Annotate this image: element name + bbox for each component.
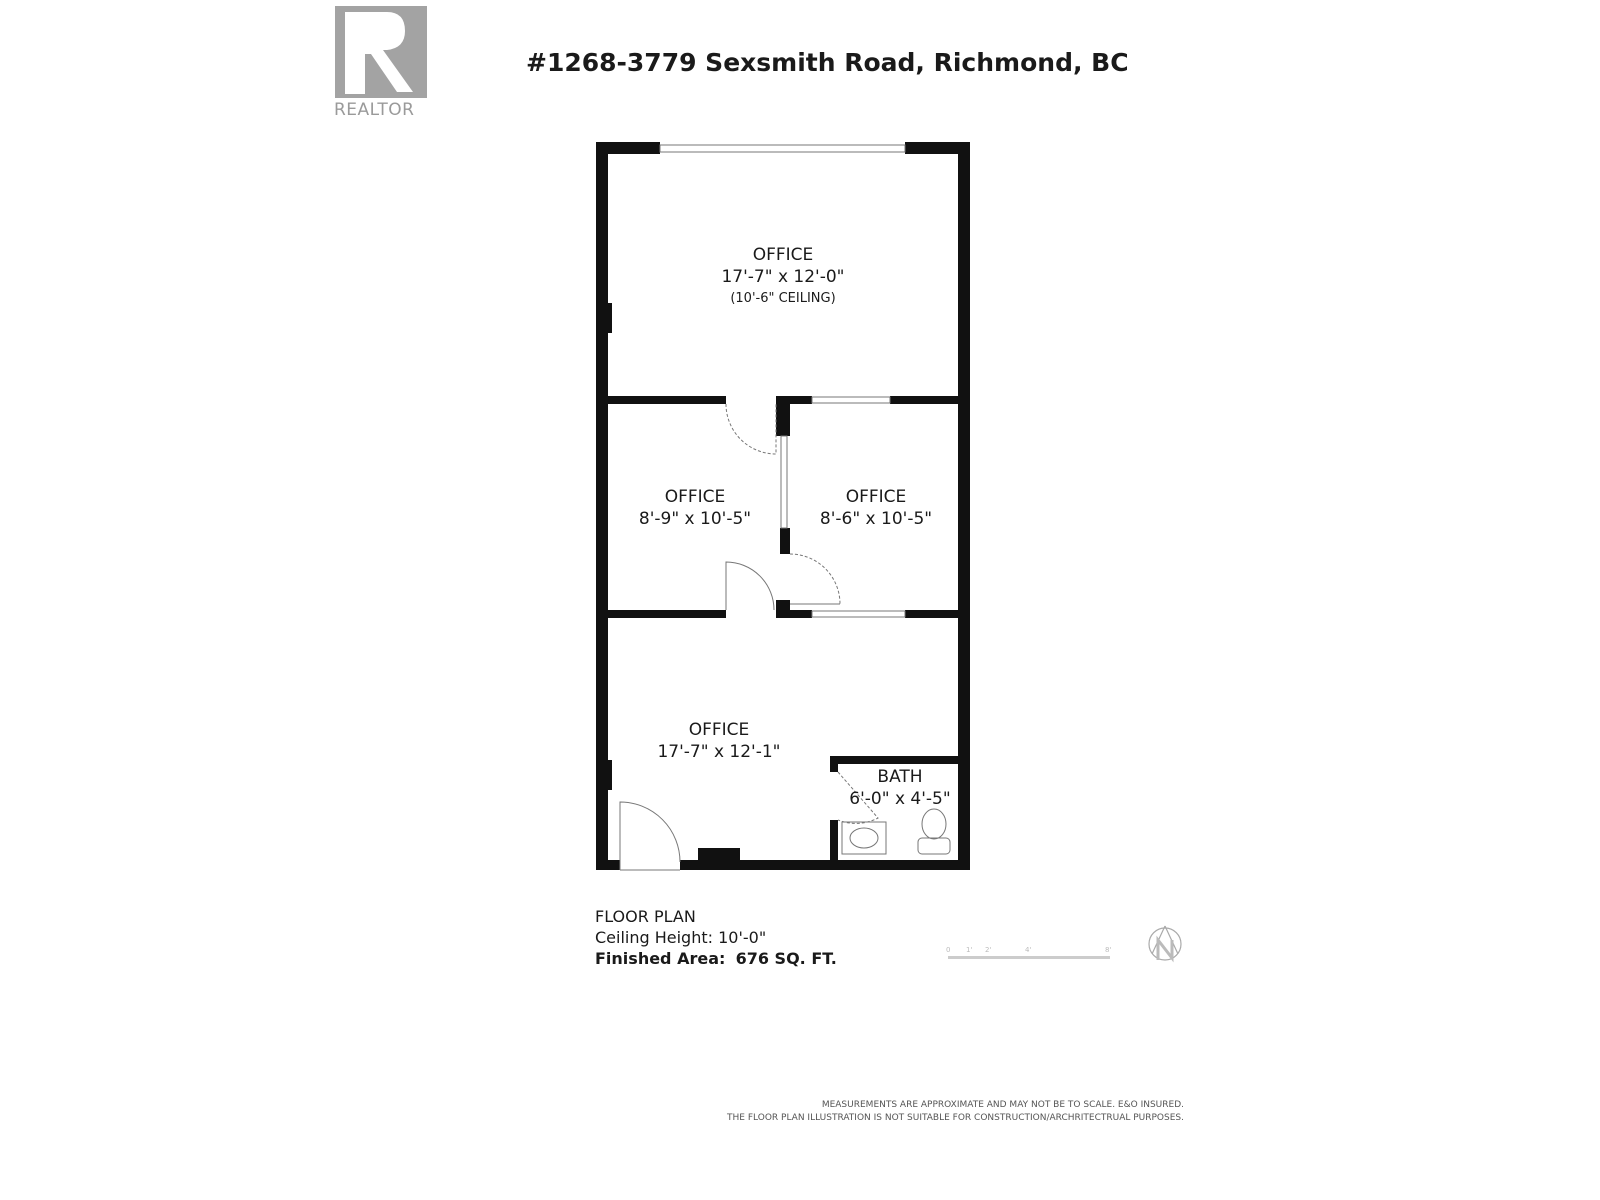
scale-tick: 0: [946, 946, 950, 954]
ceiling-height: Ceiling Height: 10'-0": [595, 928, 767, 947]
scale-tick: 8': [1105, 946, 1111, 954]
disclaimer: MEASUREMENTS ARE APPROXIMATE AND MAY NOT…: [727, 1099, 1184, 1125]
room-label-office-left: OFFICE 8'-9" x 10'-5": [639, 486, 751, 530]
scale-bar: 0 1' 2' 4' 8': [946, 946, 1111, 959]
area-value: 676 SQ. FT.: [735, 949, 837, 968]
disclaimer-line: MEASUREMENTS ARE APPROXIMATE AND MAY NOT…: [821, 1100, 1184, 1110]
room-dims: 8'-9" x 10'-5": [638, 509, 752, 529]
realtor-logo-icon: [335, 6, 427, 98]
room-label-office-rear: OFFICE 17'-7" x 12'-1": [657, 719, 780, 763]
scale-tick: 1': [966, 946, 972, 954]
room-label-office-right: OFFICE 8'-6" x 10'-5": [820, 486, 932, 530]
scale-tick: 2': [985, 946, 991, 954]
room-name: BATH: [877, 767, 923, 787]
disclaimer-line: THE FLOOR PLAN ILLUSTRATION IS NOT SUITA…: [727, 1113, 1184, 1123]
floor-plan-info: FLOOR PLAN Ceiling Height: 10'-0" Finish…: [595, 906, 837, 969]
room-note: (10'-6" CEILING): [730, 291, 836, 306]
room-dims: 8'-6" x 10'-5": [819, 509, 933, 529]
north-arrow-icon: [1148, 925, 1182, 963]
room-label-office-front: OFFICE 17'-7" x 12'-0" (10'-6" CEILING): [721, 244, 844, 310]
room-name: OFFICE: [752, 245, 814, 265]
room-dims: 17'-7" x 12'-0": [721, 267, 845, 287]
room-name: OFFICE: [688, 720, 750, 740]
room-label-bath: BATH 6'-0" x 4'-5": [849, 766, 950, 810]
room-dims: 6'-0" x 4'-5": [849, 789, 951, 809]
property-address-title: #1268-3779 Sexsmith Road, Richmond, BC: [526, 48, 1129, 77]
room-dims: 17'-7" x 12'-1": [657, 742, 781, 762]
scale-tick: 4': [1025, 946, 1031, 954]
room-name: OFFICE: [664, 487, 726, 507]
area-label: Finished Area:: [595, 949, 726, 968]
room-name: OFFICE: [845, 487, 907, 507]
realtor-logo-text: REALTOR: [334, 100, 415, 120]
info-heading: FLOOR PLAN: [595, 907, 696, 926]
